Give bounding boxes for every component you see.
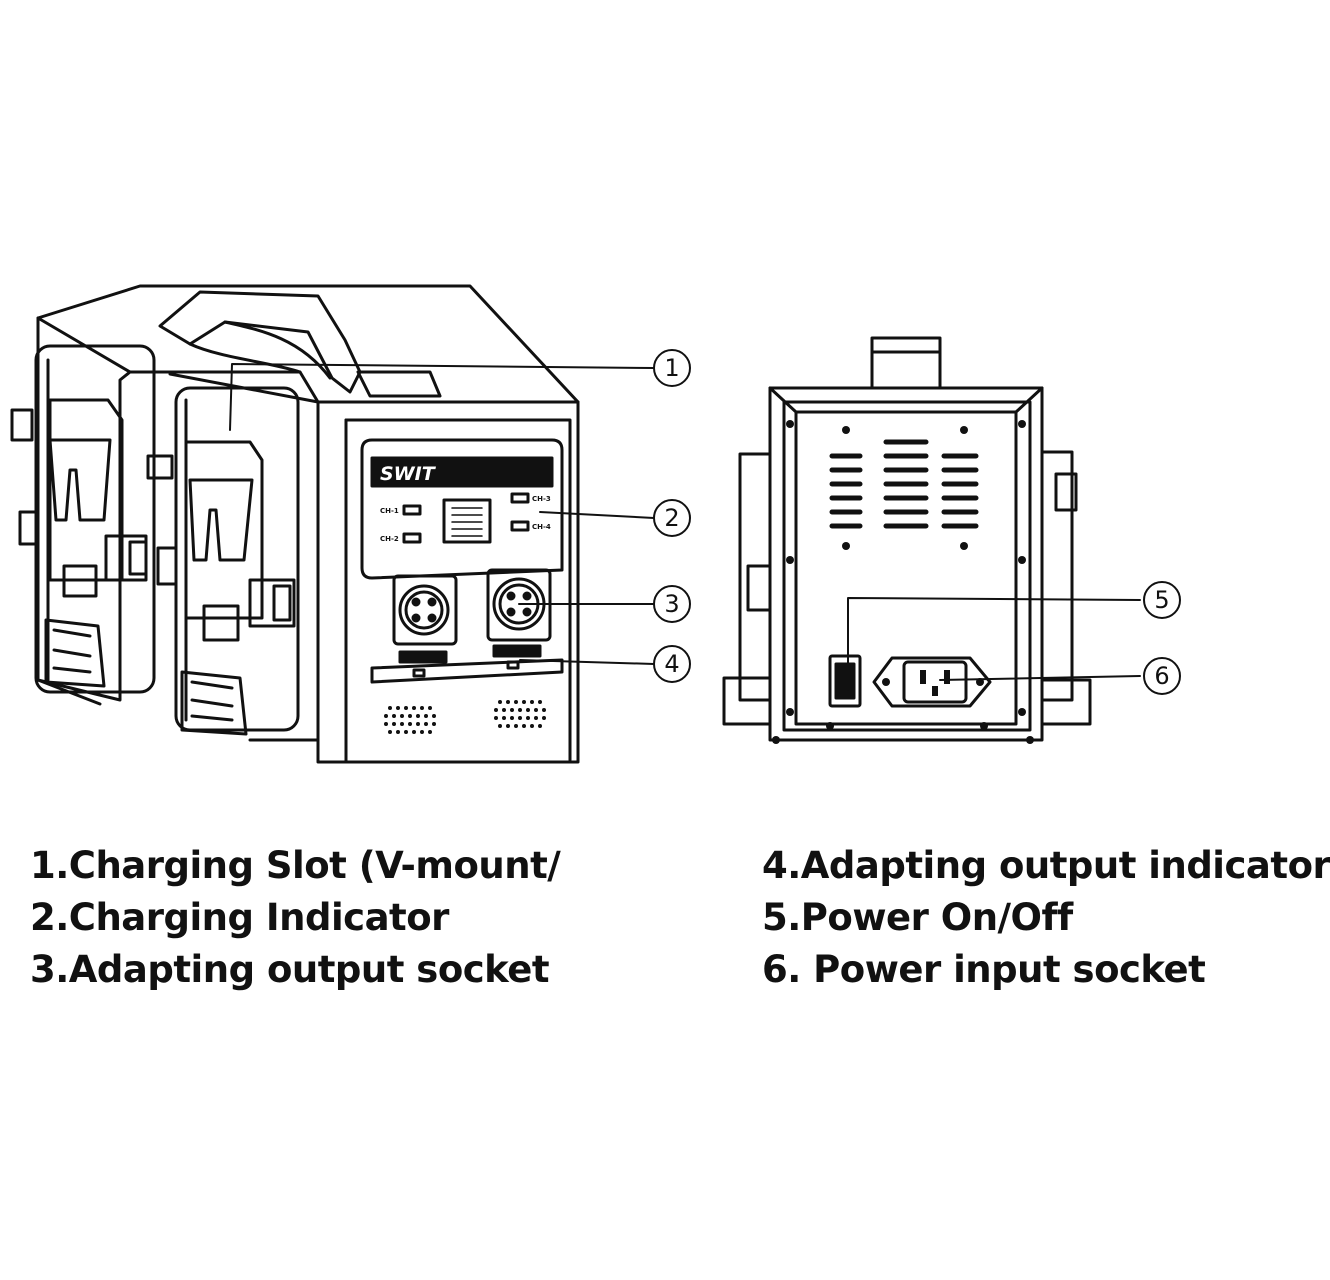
charging-slot-1 — [10, 344, 156, 694]
front-vent-right — [494, 700, 546, 728]
back-screws — [772, 420, 1034, 744]
callout-circle-1 — [653, 349, 691, 387]
power-input-socket — [872, 656, 992, 708]
led-ch4 — [510, 520, 530, 532]
charging-slot-2 — [146, 386, 300, 736]
output-led-1 — [412, 668, 426, 678]
legend-item-5: 5.Power On/Off — [762, 896, 1073, 939]
callout-circle-4 — [653, 645, 691, 683]
ch2-label: CH-2 — [380, 535, 399, 543]
carry-handle — [158, 290, 442, 398]
front-panel — [316, 400, 580, 764]
led-ch3 — [510, 492, 530, 504]
ch1-label: CH-1 — [380, 507, 399, 515]
callout-number-2: 2 — [664, 504, 679, 532]
output-indicator-strip — [370, 658, 564, 684]
back-vents — [829, 439, 979, 529]
leader-5 — [847, 597, 1141, 691]
leader-4 — [519, 659, 655, 665]
callout-circle-6 — [1143, 657, 1181, 695]
front-vent-left — [384, 706, 436, 734]
legend-right: 4.Adapting output indicator 5.Power On/O… — [762, 840, 1330, 996]
charger-front-view — [10, 284, 580, 764]
leader-2 — [539, 511, 655, 519]
legend-left: 1.Charging Slot (V-mount/ 2.Charging Ind… — [30, 840, 561, 996]
legend-item-6: 6. Power input socket — [762, 948, 1206, 991]
legend-item-3: 3.Adapting output socket — [30, 948, 550, 991]
callout-number-3: 3 — [664, 590, 679, 618]
ch4-label: CH-4 — [532, 523, 551, 531]
callout-circle-3 — [653, 585, 691, 623]
callout-number-4: 4 — [664, 650, 679, 678]
power-switch — [828, 654, 862, 708]
output-led-2 — [506, 660, 520, 670]
legend-item-4: 4.Adapting output indicator — [762, 844, 1330, 887]
callout-circle-5 — [1143, 581, 1181, 619]
dc-output-socket-1 — [392, 574, 458, 664]
callout-circles — [653, 349, 1181, 695]
brand-logo: SWIT — [380, 463, 437, 485]
charger-diagram: SWIT CH-1 CH-2 CH-3 CH-4 1 2 3 4 5 6 — [10, 284, 1181, 764]
callout-circle-2 — [653, 499, 691, 537]
dc-output-socket-2 — [486, 568, 552, 658]
led-ch2 — [402, 532, 422, 544]
callout-number-6: 6 — [1154, 662, 1169, 690]
callout-number-1: 1 — [664, 354, 679, 382]
leader-6 — [939, 675, 1141, 681]
legend-item-2: 2.Charging Indicator — [30, 896, 449, 939]
callout-leaders — [229, 363, 1141, 691]
led-ch1 — [402, 504, 422, 516]
leader-1 — [229, 363, 655, 431]
legend-item-1: 1.Charging Slot (V-mount/ — [30, 844, 561, 887]
callout-number-5: 5 — [1154, 586, 1169, 614]
charger-back-view — [722, 336, 1092, 744]
ch3-label: CH-3 — [532, 495, 551, 503]
